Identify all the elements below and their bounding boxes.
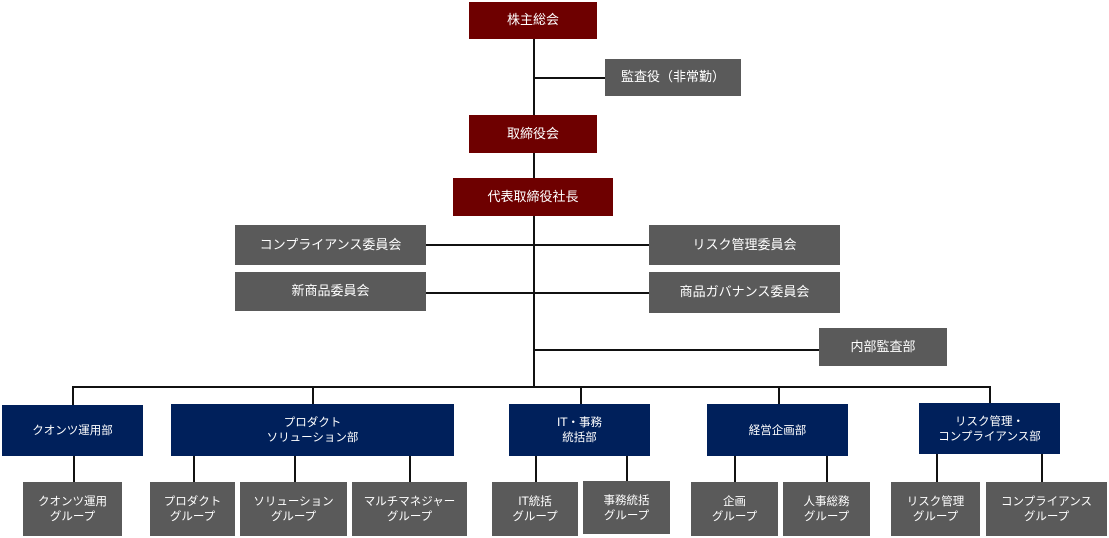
department-box-it-operations: IT・事務 統括部 [509, 404, 650, 456]
compliance-committee-box: コンプライアンス委員会 [235, 225, 426, 265]
group-drop [535, 456, 537, 482]
group-drop [1041, 454, 1043, 482]
group-box: IT統括 グループ [492, 482, 578, 536]
dept-drop [312, 386, 314, 404]
dept-drop [778, 386, 780, 404]
group-box: コンプライアンス グループ [986, 482, 1107, 536]
trunk-line [533, 216, 535, 386]
group-box: ソリューション グループ [240, 482, 347, 536]
group-box: 事務統括 グループ [583, 481, 670, 534]
new-product-committee-box: 新商品委員会 [235, 272, 426, 311]
group-box: 人事総務 グループ [783, 482, 870, 536]
group-drop [73, 456, 75, 482]
risk-management-committee-box: リスク管理委員会 [649, 225, 840, 265]
committee-connector [426, 244, 649, 246]
dept-drop [989, 386, 991, 403]
product-governance-committee-box: 商品ガバナンス委員会 [649, 272, 840, 313]
group-drop [826, 456, 828, 482]
group-box: プロダクト グループ [150, 482, 235, 536]
department-box-corporate-planning: 経営企画部 [707, 404, 848, 456]
internal-audit-connector [533, 349, 819, 351]
committee-connector [426, 292, 649, 294]
group-drop [193, 456, 195, 482]
internal-audit-box: 内部監査部 [819, 328, 947, 366]
trunk-line [533, 153, 535, 178]
group-box: 企画 グループ [691, 482, 778, 536]
department-box-quants: クオンツ運用部 [2, 405, 143, 456]
group-drop [294, 456, 296, 482]
group-box: リスク管理 グループ [891, 482, 980, 536]
group-drop [936, 454, 938, 482]
department-box-product-solution: プロダクト ソリューション部 [171, 404, 454, 456]
shareholders-meeting-box: 株主総会 [469, 2, 597, 39]
group-drop [409, 456, 411, 482]
dept-drop [72, 386, 74, 405]
dept-drop [580, 386, 582, 404]
president-box: 代表取締役社長 [453, 178, 613, 216]
auditor-box: 監査役（非常勤） [605, 59, 741, 96]
group-drop [626, 456, 628, 481]
group-drop [734, 456, 736, 482]
group-box: クオンツ運用 グループ [23, 482, 122, 536]
group-box: マルチマネジャー グループ [352, 482, 467, 536]
department-box-risk-compliance: リスク管理・ コンプライアンス部 [919, 403, 1060, 454]
department-bus [72, 386, 990, 388]
auditor-connector [533, 77, 605, 79]
board-box: 取締役会 [469, 115, 597, 153]
